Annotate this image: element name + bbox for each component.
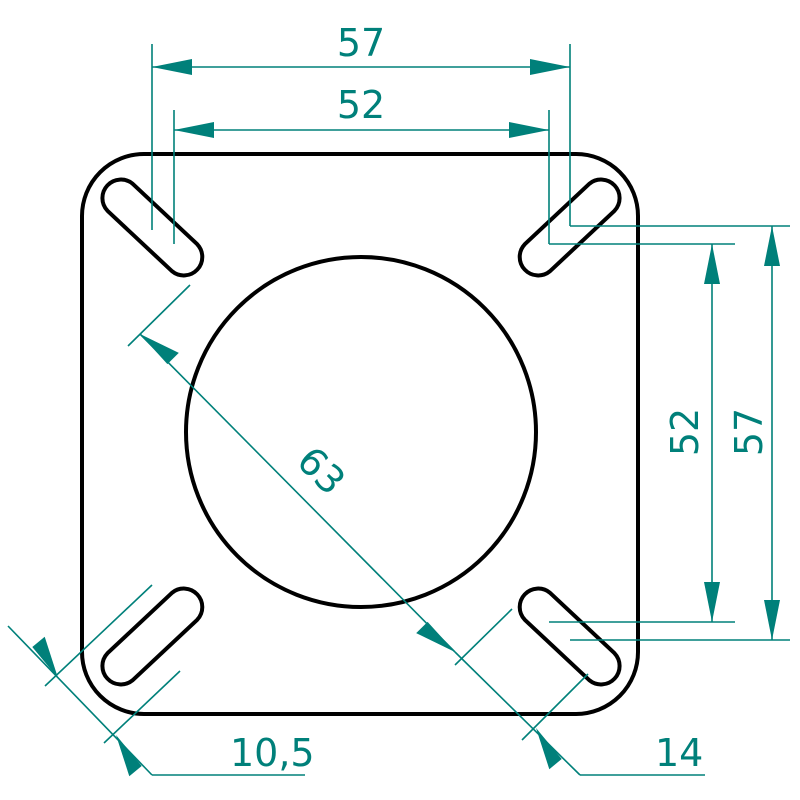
- dimension-label-top-57: 57: [337, 21, 385, 65]
- extension-line-slot-width-a: [44, 584, 153, 687]
- dimension-labels: 57 52 52 57 63 10,5 14: [230, 21, 771, 775]
- dimension-label-slot-width: 10,5: [230, 731, 315, 775]
- dimension-lines: [7, 44, 790, 777]
- arrowhead: [704, 582, 720, 622]
- dimension-label-slot-length: 14: [655, 731, 703, 775]
- dimension-line-diagonal-63: [139, 333, 456, 653]
- arrowhead: [509, 122, 549, 138]
- arrowhead: [536, 728, 562, 770]
- arrowhead: [174, 122, 214, 138]
- arrowhead: [530, 59, 570, 75]
- arrowhead: [140, 334, 179, 365]
- extension-line-slot-length: [521, 673, 589, 741]
- extension-line-diagonal-start: [127, 284, 191, 347]
- dimension-label-top-52: 52: [337, 83, 385, 127]
- dimension-label-right-52: 52: [663, 408, 707, 456]
- part-outline: [80, 152, 640, 716]
- center-bore-circle: [184, 255, 538, 609]
- arrowhead: [416, 621, 455, 652]
- slot-bottom-left: [100, 586, 205, 687]
- arrowhead: [704, 244, 720, 284]
- dimension-line-slot-length: [454, 651, 581, 776]
- slot-bottom-right: [517, 586, 622, 687]
- arrowhead: [152, 59, 192, 75]
- flange-plate-outline: [80, 152, 640, 716]
- extension-line-diagonal-end: [454, 608, 513, 666]
- arrowhead: [32, 636, 58, 678]
- arrowhead: [764, 600, 780, 640]
- slot-top-right: [517, 177, 622, 278]
- dimension-label-right-57: 57: [727, 408, 771, 456]
- extension-line-slot-width-b: [103, 670, 181, 744]
- arrowhead: [764, 226, 780, 266]
- slot-top-left: [100, 177, 205, 278]
- arrowhead: [116, 735, 142, 777]
